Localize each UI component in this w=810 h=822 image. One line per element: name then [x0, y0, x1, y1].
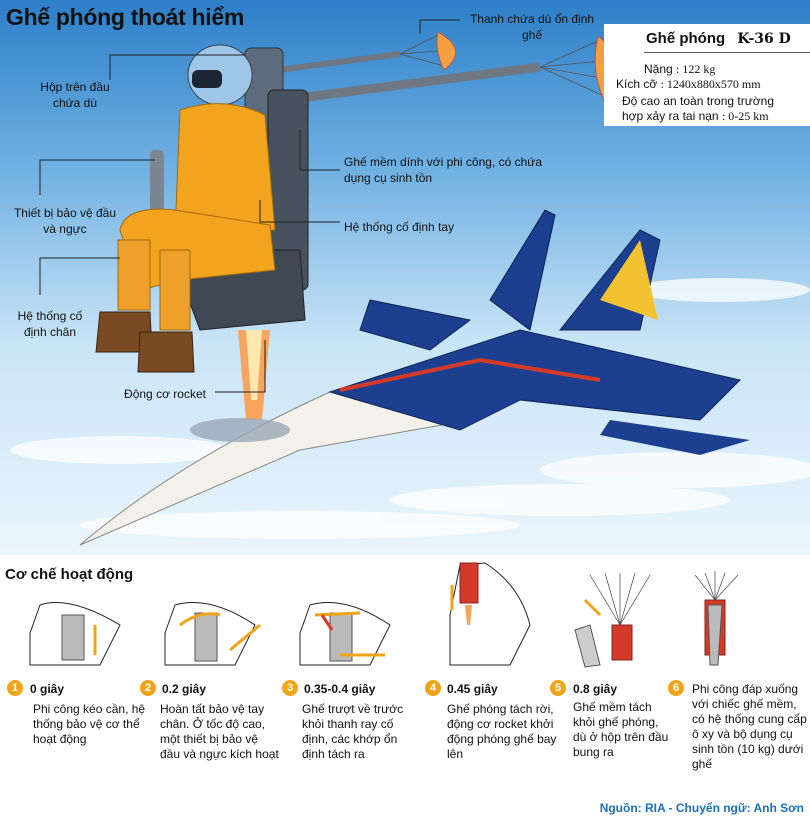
step-4-badge: 4 — [425, 680, 441, 696]
step-2-time: 0.2 giây — [162, 682, 207, 696]
label-head-box: Hộp trên đầu chứa dù — [40, 80, 110, 110]
spec-size: Kích cỡ : 1240x880x570 mm — [616, 77, 761, 92]
spec-weight-label: Nặng — [644, 62, 673, 76]
step-4-time: 0.45 giây — [447, 682, 498, 696]
spec-heading: Ghế phóng K-36 D — [646, 30, 791, 47]
step-5-desc: Ghế mềm tách khỏi ghế phóng, dù ở hộp tr… — [573, 700, 669, 759]
step-4-desc: Ghế phóng tách rời, động cơ rocket khởi … — [447, 702, 557, 761]
step-2-drawing — [164, 602, 261, 666]
spec-weight: Nặng : 122 kg — [644, 62, 715, 77]
spec-safe-alt-value: : 0-25 km — [721, 109, 769, 123]
ejection-seat-illustration — [10, 19, 810, 546]
step-6-desc: Phi công đáp xuống với chiếc ghế mềm, có… — [692, 682, 807, 771]
step-1-desc: Phi công kéo cần, hệ thống bảo vệ cơ thể… — [33, 702, 146, 746]
label-rocket-engine: Động cơ rocket — [124, 387, 206, 401]
spec-size-label: Kích cỡ — [616, 77, 658, 91]
step-5-drawing — [574, 572, 651, 668]
step-3-desc: Ghế trượt về trước khỏi thanh ray cố địn… — [302, 702, 404, 761]
source-credit: Nguồn: RIA - Chuyển ngữ: Anh Sơn — [599, 801, 804, 815]
spec-safe-alt-label-2: hợp xảy ra tai nạn — [622, 109, 719, 123]
spec-divider — [644, 52, 810, 53]
illustration-panel: Ghế phóng thoát hiểm Thanh chứa dù ổn đị… — [0, 0, 810, 555]
pilot — [95, 44, 276, 373]
spec-weight-value: : 122 kg — [676, 62, 716, 76]
spec-size-value: : 1240x880x570 mm — [660, 77, 761, 91]
step-6-drawing — [694, 571, 739, 666]
spec-box: Ghế phóng K-36 D Nặng : 122 kg Kích cỡ :… — [604, 24, 810, 126]
step-1-badge: 1 — [7, 680, 23, 696]
spec-heading-text: Ghế phóng — [646, 30, 726, 47]
label-soft-seat: Ghế mềm dính với phi công, có chứa dụng … — [344, 155, 542, 185]
fighter-jet — [79, 209, 750, 546]
step-2-desc: Hoàn tất bảo vệ tay chân. Ở tốc độ cao, … — [160, 702, 279, 761]
step-1-drawing — [29, 602, 121, 666]
leader-lines — [39, 19, 460, 393]
step-2-badge: 2 — [140, 680, 156, 696]
clouds — [10, 278, 810, 539]
spec-safe-alt-1: Độ cao an toàn trong trường — [622, 94, 774, 108]
rocket-flame — [238, 330, 270, 420]
label-stabilizer-rod: Thanh chứa dù ổn định ghế — [469, 12, 595, 42]
spec-safe-alt: hợp xảy ra tai nạn : 0-25 km — [622, 109, 769, 124]
page-title: Ghế phóng thoát hiểm — [6, 4, 245, 30]
step-5-time: 0.8 giây — [573, 682, 618, 696]
step-4-drawing — [449, 562, 531, 666]
label-leg-restraint: Hệ thống cố định chân — [17, 309, 83, 339]
step-5-badge: 5 — [550, 680, 566, 696]
step-3-drawing — [299, 602, 391, 666]
mechanism-title: Cơ chế hoạt động — [5, 566, 134, 583]
spec-model: K-36 D — [737, 31, 791, 47]
step-3-badge: 3 — [282, 680, 298, 696]
step-3-time: 0.35-0.4 giây — [304, 682, 376, 696]
mechanism-panel: Cơ chế hoạt động — [0, 555, 810, 822]
label-head-chest-protection: Thiết bị bảo vệ đầu và ngực — [13, 206, 117, 236]
step-6-badge: 6 — [668, 680, 684, 696]
step-1-time: 0 giây — [30, 682, 65, 696]
label-arm-restraint: Hệ thống cố định tay — [344, 220, 455, 234]
mechanism-sequence-drawings — [29, 562, 739, 668]
